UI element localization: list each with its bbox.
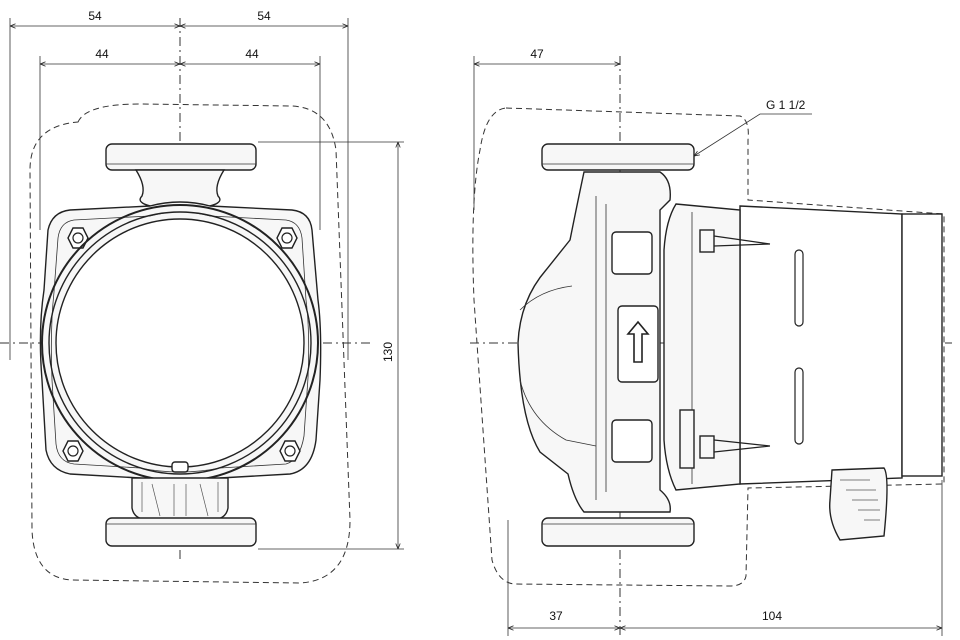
side-motor-endcap (901, 213, 943, 477)
side-envelope (472, 107, 945, 587)
front-bolt-bottom-left (62, 440, 84, 462)
side-body-window-top (611, 231, 653, 275)
side-stud-bottom (699, 435, 771, 459)
side-bottom-flange (541, 517, 695, 547)
side-stud-top (699, 229, 771, 253)
dim-front-top-left: 54 (88, 9, 102, 23)
front-view: 54 54 44 44 130 (0, 9, 404, 584)
side-vent-slot-bottom (794, 367, 804, 445)
up-arrow-icon (626, 320, 650, 363)
dim-front-inner-right: 44 (245, 47, 259, 61)
front-envelope (29, 103, 351, 584)
side-body-window-bottom (611, 419, 653, 463)
side-flow-arrow-box (617, 305, 659, 383)
front-bolt-top-left (67, 227, 89, 249)
side-terminal-box (829, 467, 888, 541)
dim-front-height: 130 (381, 342, 395, 362)
front-bolt-top-right (276, 227, 298, 249)
side-top-flange (541, 143, 695, 171)
dim-side-bottom-left: 37 (549, 609, 563, 623)
dim-front-inner-left: 44 (95, 47, 109, 61)
front-stator-face (55, 218, 305, 468)
side-vent-slot-top (794, 249, 804, 327)
dim-side-bottom-right: 104 (762, 609, 782, 623)
front-bottom-flange (105, 517, 257, 547)
side-view: 47 37 104 G 1 1/2 (470, 47, 952, 636)
dim-side-top: 47 (530, 47, 544, 61)
thread-callout-leader (694, 113, 812, 156)
front-stator-ring (48, 211, 312, 475)
front-outlet-neck (131, 477, 229, 521)
dim-front-top-right: 54 (257, 9, 271, 23)
front-bolt-bottom-right (279, 440, 301, 462)
side-motor-body (739, 205, 903, 485)
thread-callout-label: G 1 1/2 (766, 98, 806, 112)
front-top-flange (105, 143, 257, 171)
